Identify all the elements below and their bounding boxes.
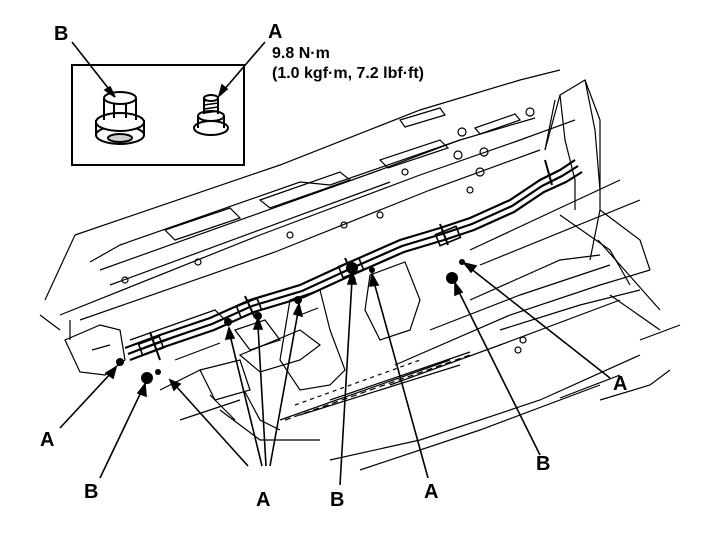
legend-frame: [71, 64, 245, 166]
torque-conversion: (1.0 kgf·m, 7.2 lbf·ft): [272, 65, 424, 82]
vehicle-underbody: [39, 69, 681, 471]
evap-line: [129, 171, 583, 362]
floor-edge-mid: [59, 119, 576, 316]
mounted-fasteners: [116, 259, 465, 384]
callout-b-right: B: [536, 453, 550, 475]
flange-nut-icon: [95, 91, 145, 145]
bolt-a-mid1: [224, 318, 232, 326]
nut-b-right: [446, 272, 458, 284]
bolt-a-left: [116, 358, 124, 366]
callout-b-left: B: [84, 481, 98, 503]
nut-b-center: [346, 262, 358, 274]
callout-labels: A B A B A B A: [40, 373, 627, 511]
legend: B A 9.8 N·m (1.0 kgf·m, 7.2 lbf·ft): [54, 21, 424, 166]
bolt-a-center: [369, 267, 375, 273]
floor-edge-upper: [74, 69, 561, 236]
torque-value: 9.8 N·m: [272, 45, 330, 62]
callout-a-bottom: A: [256, 489, 270, 511]
floor-edge-mid2: [79, 149, 541, 321]
flange-bolt-icon: [193, 94, 229, 136]
callout-b-bottom: B: [330, 489, 344, 511]
fuel-lines: [124, 159, 583, 362]
callout-a-bottom-2: A: [424, 481, 438, 503]
fuel-return-line: [127, 165, 579, 356]
fuel-feed-line: [124, 159, 576, 350]
floor-edge-left: [44, 234, 76, 301]
callout-a-right: A: [613, 373, 627, 395]
legend-leader-arrows: [71, 41, 266, 99]
bolt-a-left-2: [155, 369, 161, 375]
nut-b-left: [141, 372, 153, 384]
legend-bolt-letter: A: [268, 21, 282, 43]
callout-a-left: A: [40, 429, 54, 451]
bolt-a-mid3: [294, 296, 302, 304]
legend-nut-letter: B: [54, 23, 68, 45]
callout-leaders: [59, 261, 611, 486]
